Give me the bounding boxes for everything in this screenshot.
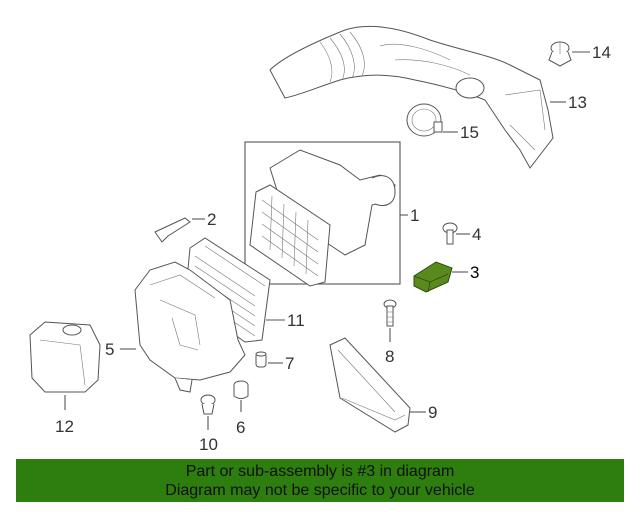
part-10-clip[interactable] bbox=[200, 394, 216, 415]
part-2-bracket[interactable] bbox=[154, 217, 191, 243]
callout-3[interactable]: 3 bbox=[470, 263, 479, 282]
callout-1[interactable]: 1 bbox=[410, 206, 419, 225]
part-6-cushion[interactable] bbox=[233, 380, 249, 399]
callout-4[interactable]: 4 bbox=[472, 225, 481, 244]
callout-2[interactable]: 2 bbox=[207, 210, 216, 229]
callout-6[interactable]: 6 bbox=[236, 418, 245, 437]
callout-15[interactable]: 15 bbox=[460, 123, 479, 142]
banner-line-1: Part or sub-assembly is #3 in diagram bbox=[185, 463, 455, 480]
part-12-resonator[interactable] bbox=[29, 321, 101, 393]
callout-8[interactable]: 8 bbox=[385, 347, 394, 366]
callout-11[interactable]: 11 bbox=[287, 311, 305, 330]
part-13-intake-duct[interactable] bbox=[269, 25, 554, 169]
part-9-duct[interactable] bbox=[329, 337, 411, 433]
callout-5[interactable]: 5 bbox=[105, 340, 114, 359]
callout-12[interactable]: 12 bbox=[55, 417, 74, 436]
callout-13[interactable]: 13 bbox=[568, 93, 587, 112]
callout-9[interactable]: 9 bbox=[428, 403, 437, 422]
part-4-bolt[interactable] bbox=[442, 222, 458, 245]
callout-10[interactable]: 10 bbox=[199, 435, 218, 454]
banner-line-2: Diagram may not be specific to your vehi… bbox=[165, 482, 475, 499]
part-8-bolt[interactable] bbox=[383, 299, 397, 327]
callout-14[interactable]: 14 bbox=[592, 43, 611, 62]
info-banner: Part or sub-assembly is #3 in diagram Di… bbox=[16, 459, 624, 502]
part-14-clip[interactable] bbox=[548, 41, 572, 67]
part-7-grommet[interactable] bbox=[255, 351, 267, 368]
part-1-air-cleaner-case[interactable] bbox=[244, 141, 401, 287]
callout-7[interactable]: 7 bbox=[285, 354, 294, 373]
part-15-clamp[interactable] bbox=[406, 103, 443, 137]
part-3-highlighted[interactable] bbox=[413, 261, 453, 293]
part-5-case-lower[interactable] bbox=[134, 261, 246, 393]
